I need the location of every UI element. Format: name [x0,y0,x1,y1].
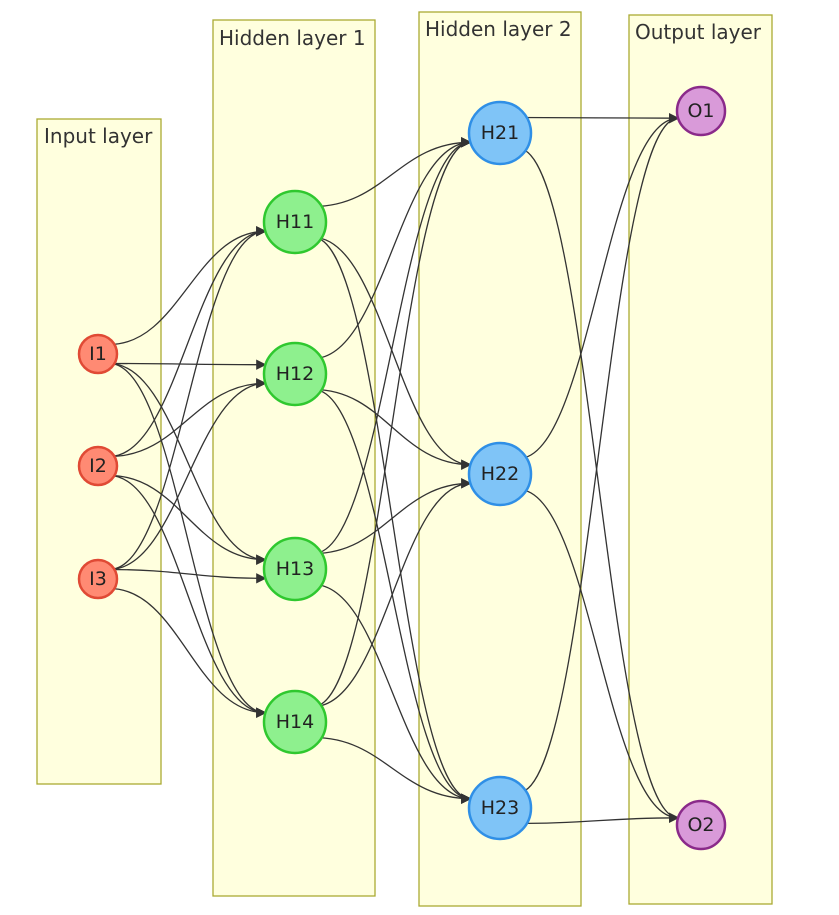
edge-i2-h13 [109,474,267,565]
node-h22: H22 [467,441,533,507]
edge-i3-h12 [109,378,267,571]
edge-h14-h23 [313,736,472,804]
node-o1-circle [675,85,727,137]
layer-hidden1-title: Hidden layer 1 [219,26,366,50]
edge-h14-h21 [313,137,472,708]
node-h14-circle [262,689,328,755]
edge-h13-h22 [313,478,472,555]
node-h13: H13 [262,536,328,602]
edge-i3-h14 [109,587,267,718]
node-h23: H23 [467,775,533,841]
edge-i1-h13 [109,362,267,565]
node-i1-circle [77,333,119,375]
node-h12-circle [262,341,328,407]
node-o2: O2 [675,799,727,851]
node-h14-label: H14 [276,711,314,733]
edge-i3-h13 [109,568,267,584]
layer-output-title: Output layer [635,20,762,44]
node-o2-label: O2 [687,814,714,836]
edge-h14-h22 [313,478,472,708]
node-h23-circle [467,775,533,841]
layer-hidden2-title: Hidden layer 2 [425,17,572,41]
node-o1-label: O1 [687,100,714,122]
node-h13-label: H13 [276,558,314,580]
edge-h22-o2 [518,488,680,823]
layer-output-box [628,14,773,905]
node-h21: H21 [467,100,533,166]
node-i3: I3 [77,558,119,600]
node-i1-label: I1 [89,343,107,365]
edge-i1-h14 [109,362,267,718]
edge-h21-o1 [518,112,680,124]
node-h11-label: H11 [276,211,314,233]
node-h21-label: H21 [481,122,519,144]
node-o2-circle [675,799,727,851]
node-h23-label: H23 [481,797,519,819]
edge-h13-h21 [313,137,472,555]
edge-h11-h21 [313,137,472,208]
node-h22-label: H22 [481,463,519,485]
node-i2-circle [77,445,119,487]
edge-i3-h11 [109,226,267,571]
node-i3-label: I3 [89,568,107,590]
edge-h22-o1 [518,113,680,460]
edge-i1-h12 [109,359,267,370]
node-h22-circle [467,441,533,507]
edge-h11-h22 [313,236,472,470]
edge-h12-h21 [313,137,472,360]
edge-h21-o2 [518,147,680,823]
edges-group [109,112,680,825]
edge-i2-h14 [109,474,267,718]
node-i2: I2 [77,445,119,487]
edge-i2-h11 [109,226,267,458]
layer-output: Output layer [628,14,773,905]
edge-i2-h12 [109,378,267,458]
edge-i1-h11 [109,226,267,346]
node-o1: O1 [675,85,727,137]
layer-hidden1-box [212,19,376,897]
edge-h23-o2 [518,812,680,825]
node-i2-label: I2 [89,455,107,477]
edge-h23-o1 [518,113,680,794]
node-h11: H11 [262,189,328,255]
layer-input-title: Input layer [44,124,153,148]
node-i3-circle [77,558,119,600]
node-h12: H12 [262,341,328,407]
node-h14: H14 [262,689,328,755]
layer-hidden1: Hidden layer 1 [212,19,376,897]
node-i1: I1 [77,333,119,375]
node-h11-circle [262,189,328,255]
edge-h13-h23 [313,583,472,804]
node-h13-circle [262,536,328,602]
node-h21-circle [467,100,533,166]
node-h12-label: H12 [276,363,314,385]
